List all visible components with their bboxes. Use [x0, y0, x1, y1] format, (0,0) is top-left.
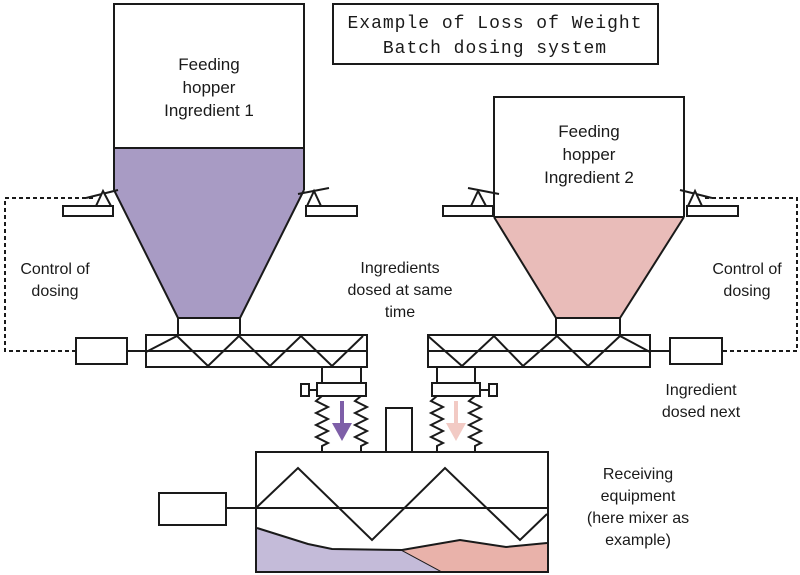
load-cell-right-inner: [442, 187, 500, 217]
hopper2-label-line1: Feeding: [558, 122, 619, 141]
hopper1-label-line1: Feeding: [178, 55, 239, 74]
ingredient-dosed-next-line1: Ingredient: [665, 382, 737, 399]
load-cell-left-inner: [297, 187, 358, 217]
flow-arrow-ingredient2: [446, 401, 466, 441]
screw-flight-zigzag: [145, 334, 364, 368]
feeder-motor-left: [75, 337, 128, 365]
mixer-body-outline: [255, 451, 549, 573]
hopper1-material-fill: [114, 148, 304, 318]
title-box: [332, 3, 659, 65]
discharge-valve-left: [300, 382, 367, 397]
dosed-same-time-line2: dosed at same: [348, 282, 453, 299]
screw-flight-zigzag: [427, 334, 651, 368]
receiving-equipment-line4: example): [605, 532, 671, 549]
discharge-valve-right: [431, 382, 498, 397]
valve-actuator: [300, 383, 310, 397]
hopper1-label-line3: Ingredient 1: [164, 101, 254, 120]
dosed-same-time-line3: time: [385, 304, 415, 321]
mixer-agitator-zigzag: [255, 466, 548, 542]
receiving-equipment-line1: Receiving: [603, 466, 673, 483]
hopper1-outline: [113, 3, 305, 335]
load-cell-pivot-triangle-icon: [469, 188, 488, 207]
load-cell-bar: [305, 205, 358, 217]
mixer-motor: [158, 492, 227, 526]
bellows-right-a: [428, 395, 446, 452]
title-line-2: Batch dosing system: [383, 39, 607, 59]
hopper2-label-line3: Ingredient 2: [544, 168, 634, 187]
feeder-motor-right: [669, 337, 723, 365]
load-cell-right-outer: [679, 188, 739, 217]
hopper2-material-fill: [494, 217, 684, 318]
control-of-dosing-left-line1: Control of: [20, 261, 90, 278]
valve-body: [431, 382, 481, 397]
load-cell-left-outer: [62, 188, 119, 217]
mixed-ingredient2-fill: [402, 540, 547, 571]
ingredient-dosed-next-line2: dosed next: [662, 404, 741, 421]
load-cell-bar: [442, 205, 494, 217]
arrow-head-icon: [332, 423, 352, 441]
hopper2-outline: [493, 96, 685, 335]
valve-actuator: [488, 383, 498, 397]
control-of-dosing-right-line1: Control of: [712, 261, 782, 278]
valve-body: [316, 382, 367, 397]
screw-feeder-left: [145, 334, 368, 368]
control-of-dosing-right-line2: dosing: [723, 283, 770, 300]
hopper2-label-line2: hopper: [563, 145, 616, 164]
title-line-1: Example of Loss of Weight: [347, 14, 642, 34]
receiving-equipment-line2: equipment: [601, 488, 676, 505]
mixer-center-inlet-pipe: [385, 407, 413, 453]
control-loop-right-dashed-line: [705, 197, 798, 352]
bellows-right-b: [466, 395, 484, 452]
mixed-ingredient2-surface-line: [401, 538, 548, 551]
discharge-pipe-left: [321, 367, 362, 383]
bellows-left-a: [313, 395, 331, 452]
bellows-left-b: [352, 395, 370, 452]
receiving-equipment-line3: (here mixer as: [587, 510, 689, 527]
control-of-dosing-left-line2: dosing: [31, 283, 78, 300]
load-cell-bar: [62, 205, 114, 217]
discharge-pipe-right: [436, 367, 476, 383]
load-cell-lever: [467, 187, 500, 195]
load-cell-bar: [686, 205, 739, 217]
control-loop-left-dashed-line: [4, 197, 93, 352]
hopper1-label-line2: hopper: [183, 78, 236, 97]
screw-feeder-right: [427, 334, 651, 368]
flow-arrow-ingredient1: [332, 401, 352, 441]
mixer-material-pink: [401, 538, 548, 571]
dosed-same-time-line1: Ingredients: [360, 260, 439, 277]
load-cell-pivot-triangle-icon: [305, 188, 323, 207]
arrow-head-icon: [446, 423, 466, 441]
